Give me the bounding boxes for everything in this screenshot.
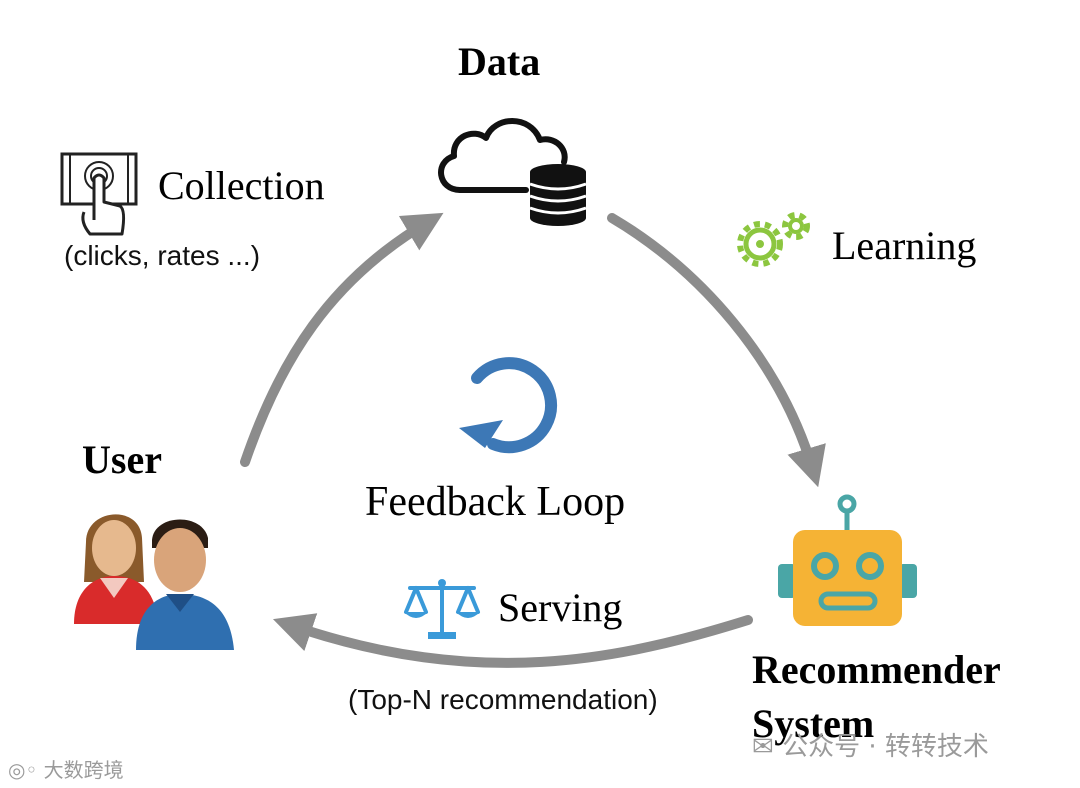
watermark-right-text: 公众号 · 转转技术 bbox=[782, 732, 989, 762]
robot-icon bbox=[778, 494, 917, 626]
gears-icon bbox=[737, 212, 810, 267]
serving-note: (Top-N recommendation) bbox=[348, 684, 658, 715]
arrow-recommender-to-user bbox=[272, 613, 753, 668]
watermark-left: ◎◦ 大数跨境 bbox=[8, 754, 124, 783]
arrow-data-to-recommender bbox=[607, 213, 826, 488]
refresh-loop-icon bbox=[459, 357, 557, 454]
feedback-loop-label: Feedback Loop bbox=[365, 479, 626, 525]
serving-label: Serving bbox=[498, 585, 623, 630]
user-title: User bbox=[82, 437, 162, 482]
watermark-right: ✉ 公众号 · 转转技术 bbox=[752, 726, 989, 763]
balance-scale-icon bbox=[404, 579, 480, 639]
users-icon bbox=[74, 514, 234, 650]
data-title: Data bbox=[458, 39, 541, 84]
watermark-left-logo-icon: ◎◦ bbox=[8, 758, 38, 782]
touch-screen-icon bbox=[60, 152, 138, 236]
collection-label: Collection bbox=[158, 163, 325, 208]
wechat-icon: ✉ bbox=[752, 732, 774, 762]
recommender-title-line1: Recommender bbox=[752, 647, 1001, 692]
cloud-database-icon bbox=[438, 118, 587, 226]
arrow-user-to-data bbox=[240, 212, 444, 467]
learning-label: Learning bbox=[832, 223, 977, 268]
recommender-title-line2: System bbox=[752, 701, 875, 746]
watermark-left-text: 大数跨境 bbox=[43, 758, 124, 782]
collection-note: (clicks, rates ...) bbox=[64, 240, 261, 271]
